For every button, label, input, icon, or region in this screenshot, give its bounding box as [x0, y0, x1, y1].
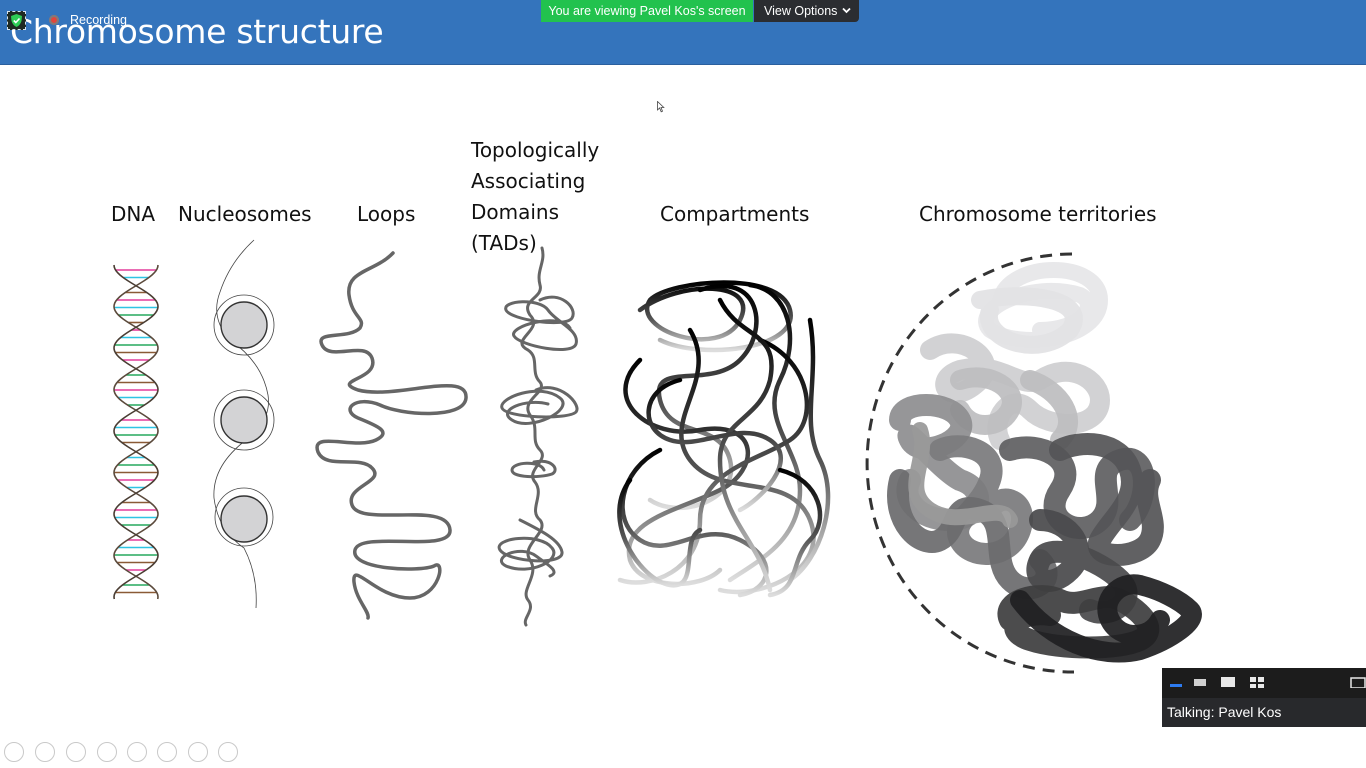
viewing-screen-banner: You are viewing Pavel Kos's screen [541, 0, 753, 22]
label-compartments: Compartments [660, 202, 810, 226]
recording-label: Recording [70, 13, 127, 27]
shield-icon[interactable] [7, 11, 26, 30]
slide-title: Chromosome structure [10, 12, 384, 51]
label-tads: Topologically Associating Domains (TADs) [471, 138, 600, 255]
gallery-view-icon[interactable] [1249, 676, 1265, 688]
record-dot-icon [49, 15, 59, 25]
view-options-button[interactable]: View Options [754, 0, 859, 22]
compartments-illustration [617, 280, 831, 598]
slide-controls [2, 740, 252, 766]
chevron-down-icon [842, 7, 851, 14]
label-nucleosomes: Nucleosomes [178, 202, 312, 226]
speaker-view-icon[interactable] [1169, 676, 1183, 688]
nucleus-boundary [865, 252, 1075, 674]
label-dna: DNA [111, 202, 156, 226]
strip-view-icon[interactable] [1193, 676, 1207, 688]
view-options-label: View Options [764, 4, 838, 18]
tads-illustration [497, 246, 579, 627]
dna-helix [113, 264, 159, 600]
cursor-icon [657, 101, 665, 113]
more-icon[interactable] [218, 742, 238, 762]
label-chromosome-territories: Chromosome territories [919, 202, 1157, 226]
loops-illustration [315, 251, 468, 620]
video-layout-toolbar [1162, 668, 1366, 698]
talking-status: Talking: Pavel Kos [1162, 698, 1366, 727]
pen-icon[interactable] [66, 742, 86, 762]
chromosome-territories-illustration [887, 262, 1202, 663]
nucleosome-illustration [213, 239, 275, 609]
side-view-icon[interactable] [1220, 676, 1236, 688]
prev-slide-icon[interactable] [4, 742, 24, 762]
window-icon[interactable] [1350, 676, 1366, 688]
label-loops: Loops [357, 202, 416, 226]
pointer-tool-icon[interactable] [188, 742, 208, 762]
slides-grid-icon[interactable] [97, 742, 117, 762]
next-slide-icon[interactable] [35, 742, 55, 762]
zoom-icon[interactable] [127, 742, 147, 762]
subtitles-icon[interactable] [157, 742, 177, 762]
